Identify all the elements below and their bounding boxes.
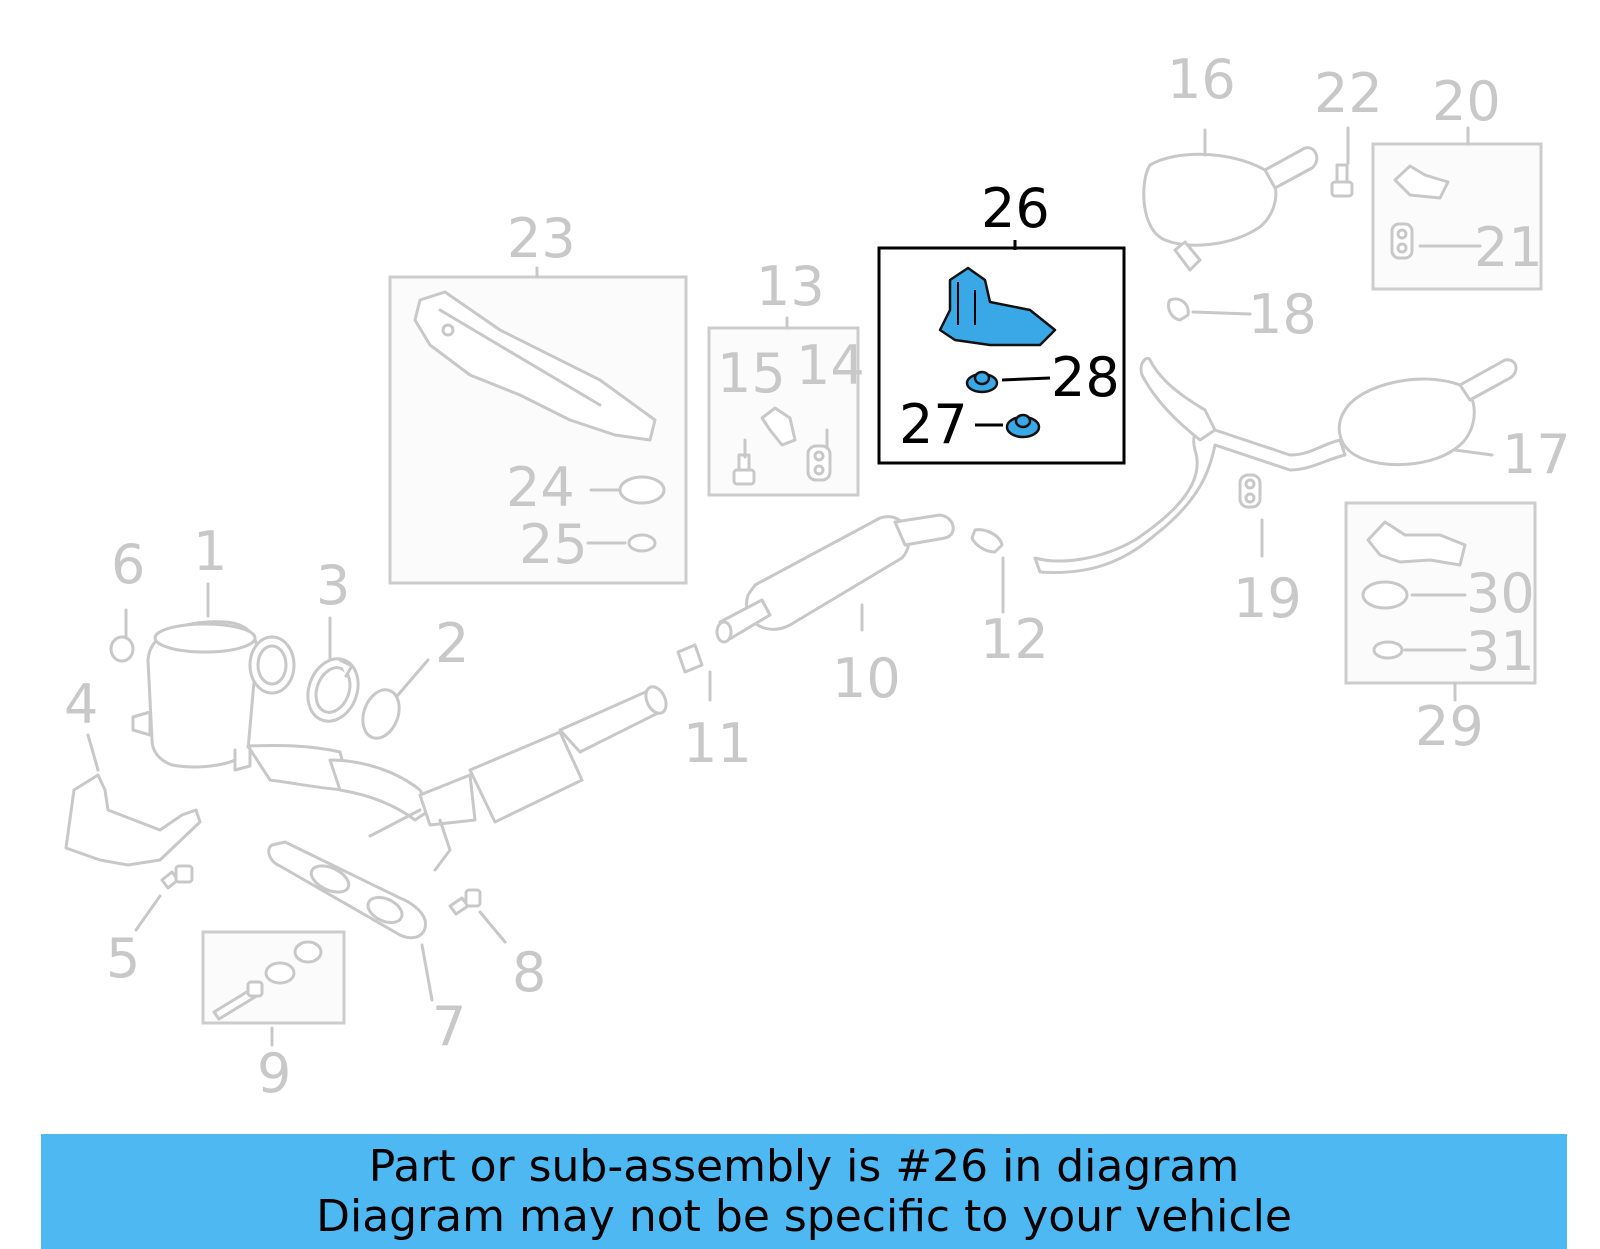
callout-26: 26 <box>981 177 1050 240</box>
callout-28: 28 <box>1051 346 1120 409</box>
callout-10: 10 <box>832 647 901 710</box>
callout-17: 17 <box>1502 423 1571 486</box>
callout-6: 6 <box>111 533 145 596</box>
part-27-nut-highlighted <box>1005 413 1041 439</box>
callout-5: 5 <box>106 927 140 990</box>
group-box-26-highlighted <box>877 246 1126 465</box>
part-21-rubber-mount <box>1390 222 1414 260</box>
part-2-gasket <box>361 688 401 740</box>
part-12-clamp <box>970 528 1004 554</box>
part-5-bolt <box>160 864 194 890</box>
leader-lines <box>86 126 1494 1047</box>
callout-19: 19 <box>1233 567 1302 630</box>
part-9-sensor-kit <box>212 940 323 1021</box>
part-3-clamp <box>306 657 360 723</box>
callout-18: 18 <box>1248 283 1317 346</box>
part-20-bracket <box>1393 164 1450 200</box>
part-26-heat-shield-highlighted <box>938 266 1057 347</box>
part-10-center-muffler <box>715 513 955 644</box>
part-30-gasket <box>1361 580 1409 610</box>
part-8-bolt <box>448 888 482 916</box>
part-29-bracket <box>1366 520 1467 567</box>
footer-banner: Part or sub-assembly is #26 in diagram D… <box>41 1134 1567 1249</box>
front-pipe-catalytic-converter <box>246 685 668 872</box>
callout-30: 30 <box>1466 562 1535 625</box>
callout-13: 13 <box>756 255 825 318</box>
group-box-20 <box>1371 142 1543 291</box>
callout-1: 1 <box>193 520 227 583</box>
part-24-gasket <box>618 475 666 505</box>
callout-3: 3 <box>316 554 350 617</box>
part-13-bracket <box>760 406 797 447</box>
callout-25: 25 <box>519 513 588 576</box>
part-19-rubber-mount <box>1238 473 1262 509</box>
callout-2: 2 <box>435 612 469 675</box>
callout-20: 20 <box>1432 70 1501 133</box>
callout-31: 31 <box>1466 620 1535 683</box>
callout-24: 24 <box>506 456 575 519</box>
part-14-rubber-mount <box>806 444 832 482</box>
part-31-gasket <box>1372 640 1404 660</box>
part-11-clamp <box>676 643 704 674</box>
part-28-nut-highlighted <box>965 370 999 394</box>
part-16-rear-muffler <box>1142 146 1319 272</box>
part-7-flange-gasket <box>267 840 427 940</box>
callout-7: 7 <box>432 995 466 1058</box>
part-6-nut <box>109 635 135 663</box>
callout-23: 23 <box>507 207 576 270</box>
callout-22: 22 <box>1314 62 1383 125</box>
part-1-particulate-filter <box>131 620 296 772</box>
callout-14: 14 <box>796 334 865 397</box>
part-22-bolt <box>1330 163 1354 198</box>
footer-line-disclaimer: Diagram may not be specific to your vehi… <box>316 1191 1292 1242</box>
callout-4: 4 <box>64 673 98 736</box>
part-4-bracket <box>64 773 202 867</box>
callout-21: 21 <box>1474 216 1543 279</box>
callout-16: 16 <box>1167 48 1236 111</box>
part-17-rear-silencer <box>1337 358 1518 467</box>
group-box-13 <box>707 326 860 497</box>
callout-11: 11 <box>683 712 752 775</box>
callout-9: 9 <box>257 1042 291 1105</box>
footer-line-part-number: Part or sub-assembly is #26 in diagram <box>368 1141 1240 1192</box>
part-23-heat-shield <box>413 290 657 442</box>
callout-29: 29 <box>1415 695 1484 758</box>
part-25-gasket <box>627 533 657 553</box>
callout-12: 12 <box>980 608 1049 671</box>
part-18-hanger <box>1166 297 1190 322</box>
part-15-bolt <box>732 453 756 486</box>
callout-27: 27 <box>899 393 968 456</box>
rear-pipe-branch <box>1139 356 1217 442</box>
callout-8: 8 <box>512 941 546 1004</box>
callout-15: 15 <box>717 342 786 405</box>
intermediate-pipe <box>1033 426 1347 574</box>
